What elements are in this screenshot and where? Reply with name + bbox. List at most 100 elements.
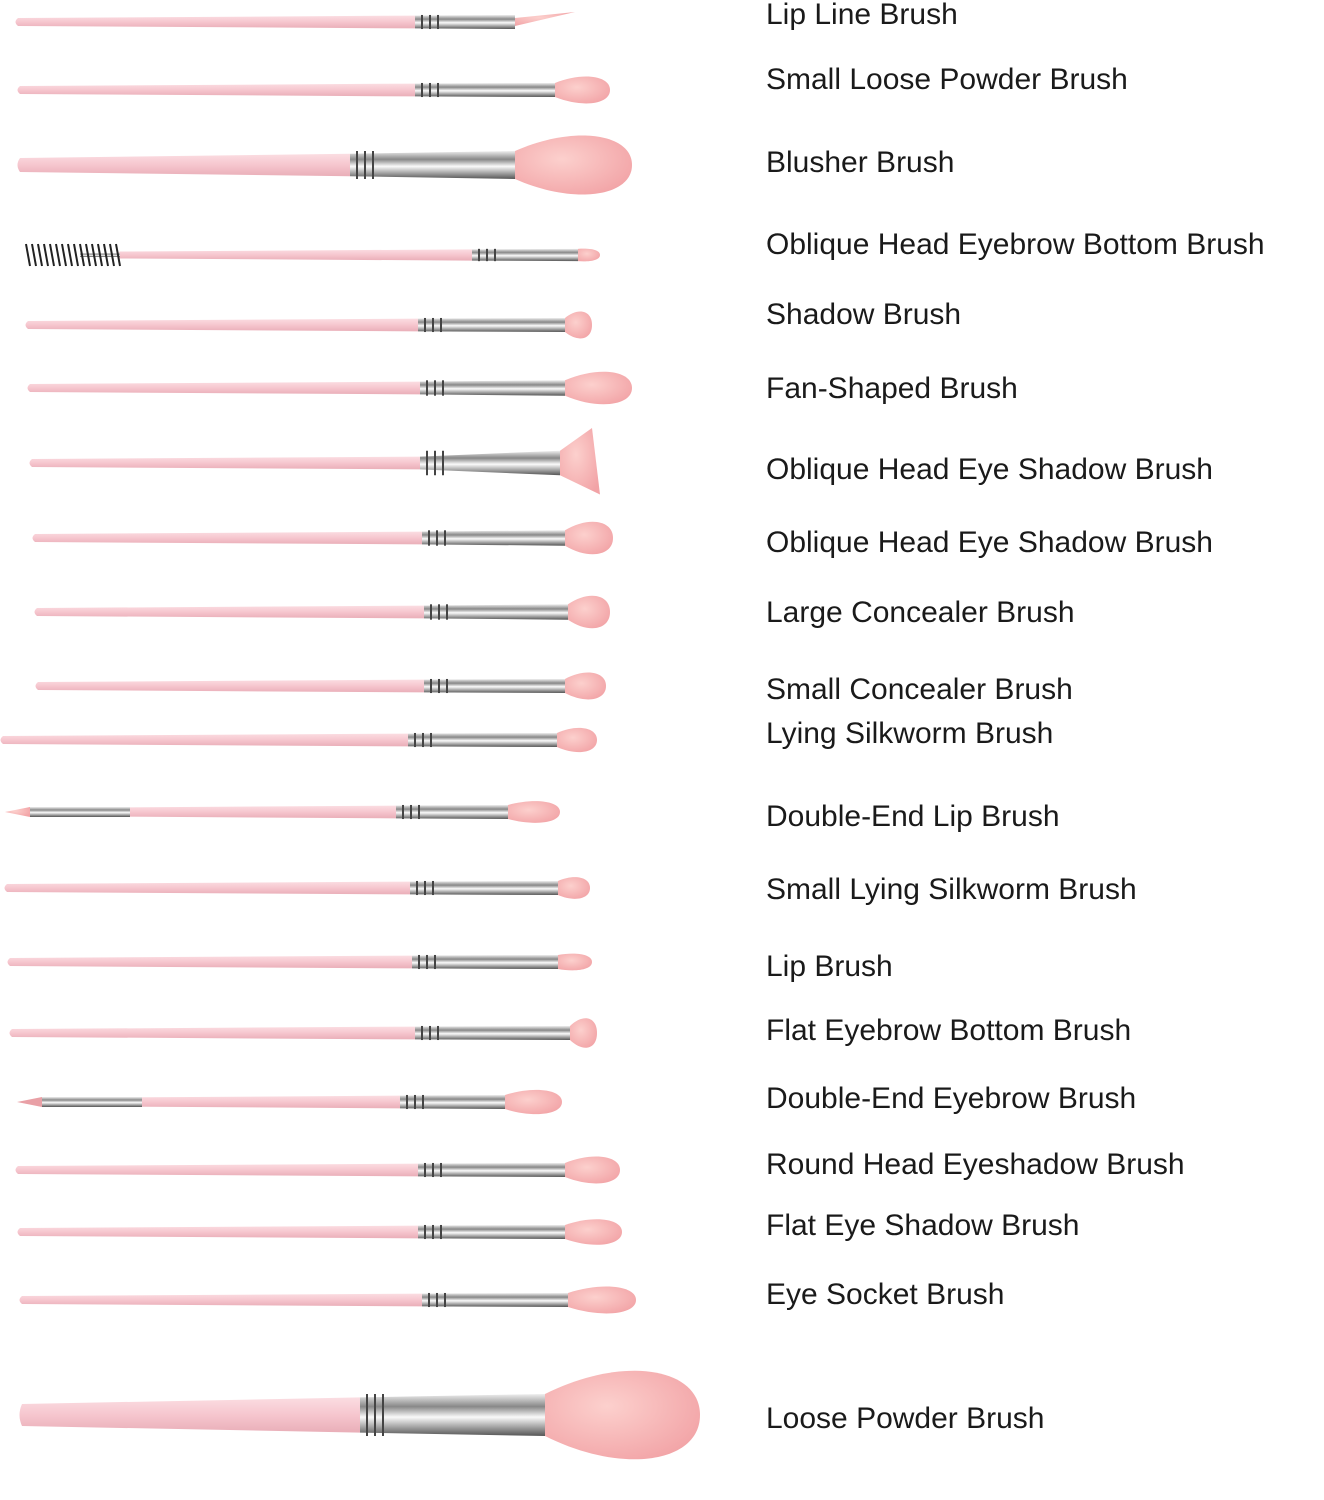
ferrule-ring	[366, 1394, 368, 1436]
brush-handle	[15, 15, 415, 29]
ferrule-ring	[429, 14, 431, 30]
ferrule-ring	[430, 732, 432, 748]
ferrule-ring	[426, 380, 428, 396]
ferrule-ring	[437, 82, 439, 98]
ferrule-ring	[428, 530, 430, 546]
ferrule-ring	[422, 732, 424, 748]
brush-handle	[17, 83, 415, 97]
ferrule-ring	[434, 380, 436, 396]
ferrule-ring	[432, 880, 434, 896]
ferrule-ring	[494, 248, 496, 262]
spoolie-bristle	[43, 243, 49, 267]
brush-label: Double-End Lip Brush	[766, 800, 1060, 833]
brush-bristles	[558, 877, 590, 899]
ferrule-ring	[436, 1292, 438, 1308]
brush-label: Fan-Shaped Brush	[766, 372, 1018, 405]
brush-label: Large Concealer Brush	[766, 596, 1075, 629]
brush-handle	[19, 1293, 422, 1307]
brush-ferrule	[424, 678, 565, 694]
spoolie-bristle	[109, 243, 115, 267]
brush-label: Blusher Brush	[766, 146, 955, 179]
brush-ferrule	[420, 450, 560, 476]
ferrule-ring	[444, 1292, 446, 1308]
spoolie-bristle	[37, 243, 43, 267]
brush-label: Small Loose Powder Brush	[766, 63, 1128, 96]
second-ferrule	[30, 807, 130, 817]
brush-bristles	[565, 1156, 620, 1184]
brush-bristles	[565, 521, 613, 555]
spoolie-bristle	[85, 243, 91, 267]
brush-handle	[34, 605, 424, 619]
ferrule-ring	[421, 1025, 423, 1041]
ferrule-ring	[432, 1162, 434, 1178]
brush-label: Lip Line Brush	[766, 0, 958, 31]
ferrule-ring	[432, 1224, 434, 1240]
brush-label: Oblique Head Eyebrow Bottom Brush	[766, 228, 1265, 261]
brush-ferrule	[410, 880, 558, 896]
second-bristles	[17, 1097, 42, 1107]
brush-bristles	[508, 801, 560, 823]
brush-ferrule	[418, 1162, 565, 1178]
brush-bristles	[578, 248, 600, 262]
ferrule-ring	[364, 151, 366, 179]
brush-bristles	[515, 12, 575, 26]
brush-bristles	[557, 727, 597, 753]
ferrule-ring	[430, 678, 432, 694]
brush-handle	[4, 881, 410, 895]
brush-handle	[25, 318, 418, 332]
ferrule-ring	[424, 317, 426, 333]
second-ferrule	[42, 1097, 142, 1107]
brush-handle	[7, 955, 412, 969]
brush-bristles	[565, 371, 632, 405]
brush-ferrule	[396, 804, 508, 820]
spoolie-bristle	[49, 243, 55, 267]
ferrule-ring	[418, 804, 420, 820]
ferrule-ring	[421, 14, 423, 30]
brush-label: Small Concealer Brush	[766, 673, 1073, 706]
ferrule-ring	[434, 954, 436, 970]
brush-ferrule	[415, 82, 555, 98]
brush-handle	[17, 1225, 418, 1239]
brush-label: Lip Brush	[766, 950, 893, 983]
spoolie-bristle	[73, 243, 79, 267]
brush-bristles	[560, 428, 600, 495]
ferrule-ring	[478, 248, 480, 262]
ferrule-ring	[429, 82, 431, 98]
ferrule-ring	[436, 530, 438, 546]
ferrule-ring	[424, 1224, 426, 1240]
brush-label: Flat Eyebrow Bottom Brush	[766, 1014, 1132, 1047]
ferrule-ring	[422, 1094, 424, 1110]
ferrule-ring	[438, 604, 440, 620]
brush-handle	[0, 733, 408, 747]
brush-bristles	[565, 1219, 622, 1245]
brush-bristles	[505, 1089, 562, 1115]
ferrule-ring	[372, 151, 374, 179]
spoolie-bristle	[61, 243, 67, 267]
ferrule-ring	[426, 954, 428, 970]
ferrule-ring	[446, 604, 448, 620]
brush-handle	[15, 1163, 418, 1177]
ferrule-ring	[437, 1025, 439, 1041]
ferrule-ring	[410, 804, 412, 820]
brush-ferrule	[415, 1025, 570, 1041]
ferrule-ring	[444, 530, 446, 546]
spoolie-bristle	[67, 243, 73, 267]
brush-ferrule	[350, 151, 515, 179]
brush-label: Oblique Head Eye Shadow Brush	[766, 453, 1213, 486]
ferrule-ring	[486, 248, 488, 262]
brush-label: Eye Socket Brush	[766, 1278, 1005, 1311]
brush-label: Oblique Head Eye Shadow Brush	[766, 526, 1213, 559]
brush-ferrule	[412, 954, 558, 970]
brush-handle	[19, 1397, 360, 1433]
brush-handle	[17, 153, 350, 177]
ferrule-ring	[430, 604, 432, 620]
brush-bristles	[568, 595, 610, 629]
brush-bristles	[545, 1370, 700, 1460]
spoolie-bristle	[103, 243, 109, 267]
ferrule-ring	[414, 1094, 416, 1110]
brush-bristles	[565, 672, 606, 700]
brush-bristles	[565, 311, 592, 339]
ferrule-ring	[432, 317, 434, 333]
